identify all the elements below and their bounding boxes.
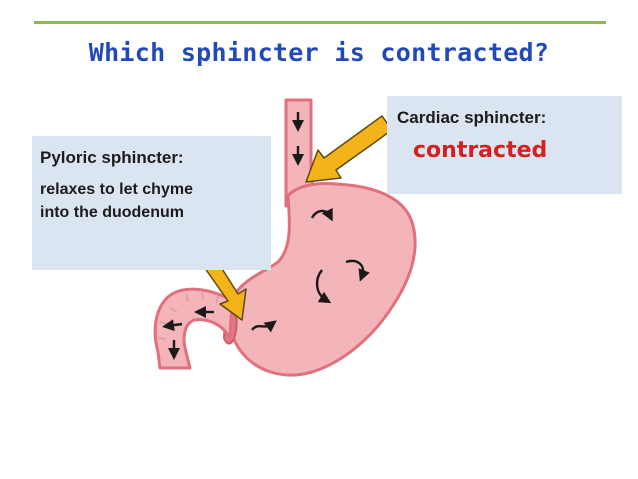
pyloric-heading: Pyloric sphincter: xyxy=(40,148,184,167)
pyloric-description-line: relaxes to let chyme xyxy=(40,181,193,198)
slide-title: Which sphincter is contracted? xyxy=(88,38,550,67)
accent-rule xyxy=(34,21,606,24)
pyloric-description: relaxes to let chyme into the duodenum xyxy=(40,178,263,224)
cardiac-status: contracted xyxy=(413,138,548,163)
left-arrow-icon xyxy=(162,306,214,332)
pyloric-callout: Pyloric sphincter: relaxes to let chyme … xyxy=(32,136,271,270)
cardiac-heading: Cardiac sphincter: xyxy=(397,108,547,127)
duodenum xyxy=(153,287,234,370)
pyloric-description-line: into the duodenum xyxy=(40,204,184,221)
curved-arrow-icon xyxy=(251,207,370,333)
cardiac-callout: Cardiac sphincter: contracted xyxy=(387,96,622,194)
pointer-arrow-icon xyxy=(305,115,393,183)
